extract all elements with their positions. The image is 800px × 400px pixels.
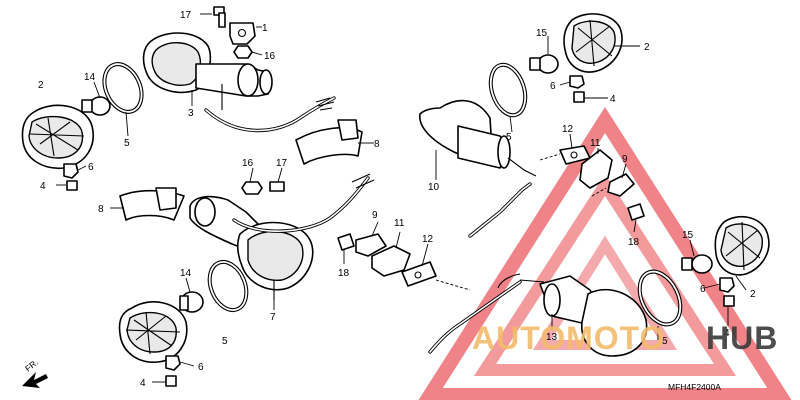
label-18-a: 18 [628, 237, 640, 248]
front-direction-arrow [22, 372, 48, 388]
cover-8-left [119, 187, 185, 221]
label-1: 1 [262, 23, 268, 34]
label-9-b: 9 [372, 210, 378, 221]
part-number-labels: 17 1 16 2 14 3 5 6 4 8 16 17 8 14 7 5 6 … [38, 10, 756, 389]
label-4-c: 4 [610, 94, 616, 105]
label-15-b: 15 [682, 230, 694, 241]
ring-5-right-top [488, 62, 528, 118]
label-9-a: 9 [622, 154, 628, 165]
lens-2-lower [118, 301, 188, 363]
label-16-b: 16 [242, 158, 254, 169]
bracket-1 [229, 22, 256, 45]
leader-lines [56, 13, 747, 383]
label-14-a: 14 [84, 72, 96, 83]
watermark-text-colored: AUTOMOTO [472, 320, 665, 356]
label-14-b: 14 [180, 268, 192, 279]
label-4-b: 4 [140, 378, 146, 389]
watermark-text-dark: HUB [706, 320, 778, 356]
ring-5-right-lower [637, 269, 683, 327]
diagram-code: MFH4F2400A [668, 382, 721, 392]
label-12-b: 12 [422, 234, 434, 245]
label-10: 10 [428, 182, 440, 193]
socket-11-lower [371, 245, 411, 277]
label-6-c: 6 [550, 81, 556, 92]
nut-9-lower [355, 233, 387, 257]
screw-4-right-top [573, 91, 585, 103]
label-12-a: 12 [562, 124, 574, 135]
screw-4-lower-left [165, 375, 177, 387]
bolt-17-lower [269, 181, 285, 192]
bulb-14-lower [179, 291, 204, 313]
watermark-text: AUTOMOTO HUB [472, 320, 778, 356]
label-5-d: 5 [662, 336, 668, 347]
screw-4-right-lower [723, 295, 735, 307]
screw-6-right-top [569, 75, 585, 89]
label-17-a: 17 [180, 10, 192, 21]
lens-2-left [21, 104, 94, 169]
label-18-b: 18 [338, 268, 350, 279]
label-6-d: 6 [700, 284, 706, 295]
lens-2-right-top [563, 13, 623, 73]
wire-harness-lower [232, 173, 375, 233]
nut-16-lower [241, 181, 263, 195]
nut-9-top [607, 173, 635, 197]
label-5-c: 5 [506, 132, 512, 143]
label-8-b: 8 [98, 204, 104, 215]
ring-5-lower [207, 259, 249, 313]
housing-10 [419, 99, 537, 238]
label-11-b: 11 [394, 218, 405, 229]
nut-16-top [233, 45, 253, 59]
label-2-c: 2 [750, 289, 756, 300]
screw-6-right-lower [719, 277, 735, 293]
screw-6-lower-left [165, 355, 181, 371]
label-4-a: 4 [40, 181, 46, 192]
wire-harness-right [428, 273, 522, 354]
label-13: 13 [546, 332, 558, 343]
grommet-18-top [627, 203, 645, 221]
lens-2-right-lower [714, 215, 770, 276]
label-11-a: 11 [590, 138, 601, 149]
label-5-a: 5 [124, 138, 130, 149]
screw-6-top-left [63, 163, 79, 179]
bolt-17-top [213, 6, 226, 28]
label-8-a: 8 [374, 139, 380, 150]
housing-7 [189, 195, 314, 300]
front-direction-label: FR. [23, 357, 40, 373]
label-2-b: 2 [644, 42, 650, 53]
label-7: 7 [270, 312, 276, 323]
socket-11-top [579, 149, 613, 189]
label-2-a: 2 [38, 80, 44, 91]
gasket-12-lower [401, 261, 437, 287]
cover-8-right [295, 119, 363, 165]
label-6-b: 6 [198, 362, 204, 373]
screw-4-top-left [66, 180, 78, 191]
grommet-18-lower [337, 233, 355, 251]
wire-harness-top [204, 96, 336, 133]
bulb-14-top [81, 96, 111, 116]
label-17-b: 17 [276, 158, 288, 169]
bulb-15-top [529, 54, 559, 74]
bulb-15-lower [681, 254, 713, 274]
label-15-a: 15 [536, 28, 548, 39]
label-4-d: 4 [724, 328, 730, 339]
housing-3 [142, 32, 273, 110]
label-5-b: 5 [222, 336, 228, 347]
ring-5-top [102, 62, 144, 114]
label-3: 3 [188, 108, 194, 119]
label-16-a: 16 [264, 51, 276, 62]
label-6-a: 6 [88, 162, 94, 173]
